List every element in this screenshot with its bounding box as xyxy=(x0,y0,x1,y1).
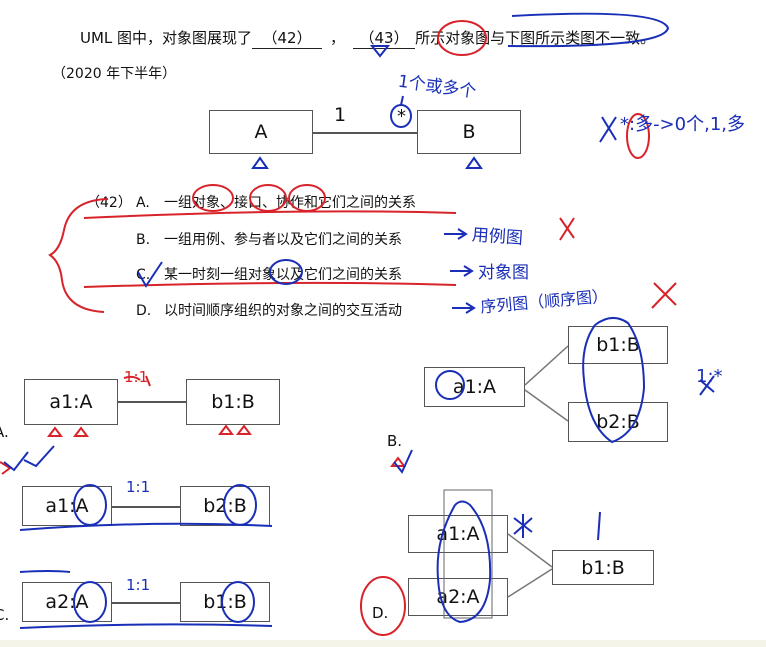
option-b[interactable]: B. 一组用例、参与者以及它们之间的关系 xyxy=(136,229,402,249)
diagram-c-obj3-label: a2:A xyxy=(45,591,89,613)
diagram-d-obj3-label: b1:B xyxy=(581,556,625,579)
class-b-box: B xyxy=(417,110,521,154)
class-a-box: A xyxy=(209,110,313,154)
diagram-c-obj4-label: b1:B xyxy=(203,591,247,613)
association-line xyxy=(313,132,417,134)
diagram-c-link-2 xyxy=(112,602,180,604)
diagram-a-link xyxy=(118,401,186,403)
bottom-strip xyxy=(0,640,766,647)
diagram-c-label: C. xyxy=(0,606,10,624)
diagram-a-obj2: b1:B xyxy=(186,379,280,425)
diagram-d-obj1-label: a1:A xyxy=(436,523,480,545)
diagram-b-obj3-label: b2:B xyxy=(596,411,640,433)
multiplicity-b: * xyxy=(397,106,406,127)
note-right: *:多->0个,1,多 xyxy=(620,114,745,135)
option-b-letter: B. xyxy=(136,232,151,248)
class-b-label: B xyxy=(462,121,476,143)
multiplicity-a: 1 xyxy=(334,104,347,126)
note-1-1-c2: 1:1 xyxy=(126,576,151,594)
question-suffix: 所示对象图与下图所示类图不一致。 xyxy=(415,29,656,47)
note-b: 用例图 xyxy=(471,225,524,249)
blue-ink xyxy=(3,12,715,629)
option-a-letter: A. xyxy=(136,195,150,211)
option-d[interactable]: D. 以时间顺序组织的对象之间的交互活动 xyxy=(136,300,402,320)
question-comma: ， xyxy=(330,29,346,47)
option-d-text: 以时间顺序组织的对象之间的交互活动 xyxy=(164,303,402,319)
diagram-b-label: B. xyxy=(387,432,403,450)
diagram-a-label: A. xyxy=(0,423,9,441)
diagram-d-obj1: a1:A xyxy=(408,515,508,553)
option-c-letter: C. xyxy=(136,267,151,283)
option-b-text: 一组用例、参与者以及它们之间的关系 xyxy=(164,232,402,248)
note-c: 对象图 xyxy=(478,263,529,283)
diagram-d-obj2: a2:A xyxy=(408,578,508,616)
diagram-b-obj2-label: b1:B xyxy=(596,334,640,356)
diagram-a-obj1: a1:A xyxy=(24,379,118,425)
diagram-c-obj1: a1:A xyxy=(22,486,112,526)
option-c-text: 某一时刻一组对象以及它们之间的关系 xyxy=(164,267,402,283)
diagram-b-obj3: b2:B xyxy=(568,402,668,442)
note-1-star: 1:* xyxy=(696,366,723,387)
diagram-d-label: D. xyxy=(372,604,389,622)
blank-43: （43） xyxy=(353,27,416,49)
diagram-a-obj2-label: b1:B xyxy=(211,391,255,413)
note-1-1-a: 1:1 xyxy=(124,368,149,386)
diagram-b-obj2: b1:B xyxy=(568,326,668,364)
diagram-d-obj2-label: a2:A xyxy=(436,586,480,608)
diagram-c-obj1-label: a1:A xyxy=(45,495,89,517)
red-ink xyxy=(0,20,677,636)
diagram-c-obj3: a2:A xyxy=(22,582,112,622)
diagram-d-obj3: b1:B xyxy=(552,550,654,585)
blank-42: （42） xyxy=(252,27,323,49)
class-a-label: A xyxy=(254,121,268,143)
question-prefix: UML 图中，对象图展现了 xyxy=(80,29,253,47)
question-line-1: UML 图中，对象图展现了（42） ， （43）所示对象图与下图所示类图不一致。 xyxy=(80,27,655,49)
diagram-c-link-1 xyxy=(112,506,180,508)
diagram-a-obj1-label: a1:A xyxy=(49,391,93,413)
note-1-1-c1: 1:1 xyxy=(126,478,151,496)
option-d-letter: D. xyxy=(136,303,152,319)
option-c[interactable]: C. 某一时刻一组对象以及它们之间的关系 xyxy=(136,264,402,284)
question-source: （2020 年下半年） xyxy=(52,66,177,82)
